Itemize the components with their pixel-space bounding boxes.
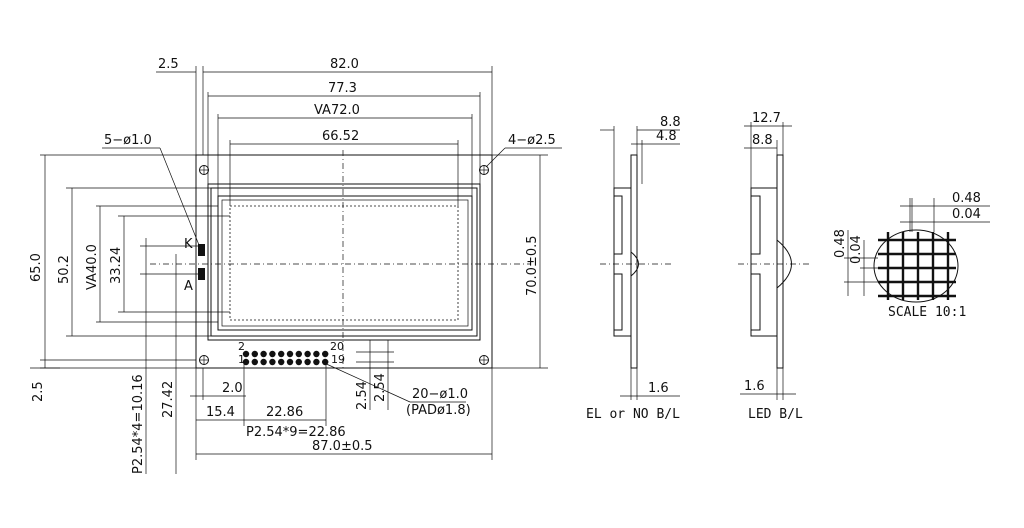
dim-4-phi: 4−ø2.5: [508, 133, 556, 148]
pin-k-label: K: [184, 237, 193, 252]
side1-4-8: 4.8: [656, 129, 677, 144]
dim-p-10-16: P2.54*4=10.16: [131, 374, 146, 474]
connector-pin: [269, 350, 276, 358]
dim-33-24: 33.24: [109, 247, 124, 284]
viewing-area: [217, 195, 473, 331]
dim-2-54b: 2.54: [373, 373, 388, 402]
connector-pin: [278, 358, 285, 366]
dim-65: 65.0: [29, 253, 44, 282]
connector-pin: [286, 358, 294, 366]
backlight-pad-a: [198, 268, 205, 280]
connector-pin: [322, 350, 329, 358]
connector-pin: [295, 358, 302, 366]
connector-pin: [304, 350, 311, 358]
dim-70: 70.0±0.5: [525, 235, 540, 296]
dim-pad: (PADø1.8): [406, 403, 471, 418]
dim-27-42: 27.42: [161, 381, 176, 418]
dim-20-phi: 20−ø1.0: [412, 387, 468, 402]
active-area: [229, 205, 459, 321]
dim-va72: VA72.0: [314, 103, 360, 118]
connector-pin-row: [242, 350, 329, 366]
dim-82: 82.0: [330, 57, 359, 72]
det-0-04b: 0.04: [849, 235, 864, 264]
pin-19-label: 19: [331, 353, 345, 366]
dim-15-4: 15.4: [206, 405, 235, 420]
dim-66-52: 66.52: [322, 129, 359, 144]
det-0-48b: 0.48: [833, 229, 848, 258]
connector-pin: [251, 350, 258, 358]
side2-12-7: 12.7: [752, 111, 781, 126]
dim-50-2: 50.2: [57, 255, 72, 284]
connector-pin: [286, 350, 294, 358]
side1-caption: EL or NO B/L: [586, 407, 680, 422]
dot-grid: [878, 232, 956, 300]
connector-pin: [322, 358, 329, 366]
side1-8-8: 8.8: [660, 115, 681, 130]
glass-inner: [221, 199, 469, 327]
side-view-led: 12.7 8.8 1.6 LED B/L: [738, 111, 810, 422]
detail-circle: [873, 229, 959, 303]
connector-pin: [313, 358, 320, 366]
side-view-el: 8.8 4.8 1.6 EL or NO B/L: [586, 115, 681, 422]
side2-1-6: 1.6: [744, 379, 765, 394]
side2-8-8: 8.8: [752, 133, 773, 148]
det-0-48a: 0.48: [952, 191, 981, 206]
pin-20-label: 20: [330, 340, 344, 353]
dim-22-86: 22.86: [266, 405, 303, 420]
dim-p-22-86: P2.54*9=22.86: [246, 425, 346, 440]
bezel-outer: [207, 183, 481, 341]
dim-87: 87.0±0.5: [312, 439, 373, 454]
dim-2-5-left: 2.5: [31, 381, 46, 402]
connector-pin: [269, 358, 276, 366]
dim-2-0: 2.0: [222, 381, 243, 396]
det-0-04a: 0.04: [952, 207, 981, 222]
dim-2-5-top: 2.5: [158, 57, 179, 72]
dim-5-phi: 5−ø1.0: [104, 133, 152, 148]
pcb-outline: [195, 154, 493, 369]
dim-va40: VA40.0: [85, 244, 100, 290]
connector-pin: [260, 358, 267, 366]
backlight-pad-k: [198, 244, 205, 256]
dot-detail-view: 0.48 0.04 0.48 0.04 SCALE 10:1: [833, 191, 990, 320]
pin-2-label: 2: [238, 340, 245, 353]
connector-pin: [295, 350, 302, 358]
side1-1-6: 1.6: [648, 381, 669, 396]
dimension-lines: 2.5 82.0 77.3 VA72.0 66.52 5−ø1.0 4−ø2.5…: [29, 57, 562, 474]
connector-pin: [251, 358, 258, 366]
connector-pin: [304, 358, 311, 366]
bezel-inner: [210, 187, 478, 337]
connector-pin: [278, 350, 285, 358]
front-view: K A 2 20 1 19: [150, 150, 530, 370]
dim-2-54a: 2.54: [355, 381, 370, 410]
connector-pin: [242, 358, 250, 366]
det-scale: SCALE 10:1: [888, 305, 966, 320]
connector-pin: [260, 350, 267, 358]
pin-a-label: A: [184, 279, 193, 294]
connector-pin: [313, 350, 320, 358]
dim-77-3: 77.3: [328, 81, 357, 96]
side2-caption: LED B/L: [748, 407, 803, 422]
pin-1-label: 1: [238, 353, 245, 366]
connector-pin: [242, 350, 250, 358]
